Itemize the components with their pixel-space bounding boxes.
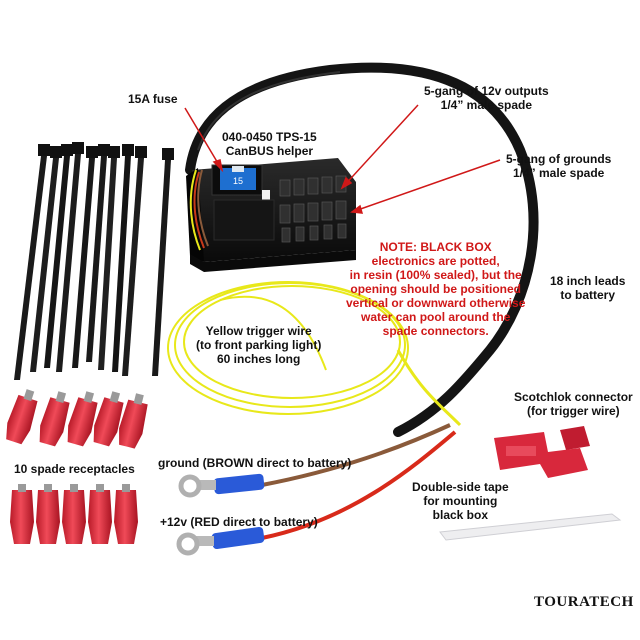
cable-tie xyxy=(122,146,147,376)
spade-receptacle xyxy=(93,391,124,447)
label-12v-outputs: 5-gang of 12v outputs 1/4” male spade xyxy=(424,84,549,112)
ring-terminal-positive xyxy=(176,526,265,556)
spade-receptacle xyxy=(6,389,38,445)
spade-receptacle xyxy=(36,484,60,544)
black-lead-loop xyxy=(185,62,539,437)
double-side-tape xyxy=(439,513,622,541)
spade-receptacles-bottom-row xyxy=(10,484,138,544)
yellow-trigger-wire xyxy=(167,281,462,427)
ring-terminal-ground xyxy=(178,473,265,498)
cable-tie xyxy=(112,144,134,372)
label-ground-lead: ground (BROWN direct to battery) xyxy=(158,456,352,470)
spade-receptacle xyxy=(119,393,148,449)
spade-receptacle xyxy=(114,484,138,544)
fuse xyxy=(220,168,256,190)
label-18-inch-leads: 18 inch leads to battery xyxy=(550,274,626,302)
spade-receptacle xyxy=(39,391,70,447)
label-scotchlok: Scotchlok connector (for trigger wire) xyxy=(514,390,633,418)
spade-receptacle xyxy=(62,484,86,544)
cable-tie xyxy=(72,146,98,368)
label-grounds: 5-gang of grounds 1/4” male spade xyxy=(506,152,612,180)
fuse-rating: 15 xyxy=(233,176,243,186)
brand-logo: TOURATECH xyxy=(534,594,634,610)
note-black-box: NOTE: BLACK BOX electronics are potted, … xyxy=(346,240,526,338)
scotchlok-connector xyxy=(494,426,590,478)
cable-tie xyxy=(98,146,120,370)
spade-terminals xyxy=(279,175,347,243)
cable-ties xyxy=(14,142,174,380)
label-canbus-helper: 040-0450 TPS-15 CanBUS helper xyxy=(222,130,317,158)
spade-receptacle xyxy=(88,484,112,544)
label-positive-lead: +12v (RED direct to battery) xyxy=(160,515,318,529)
label-yellow-trigger-wire: Yellow trigger wire (to front parking li… xyxy=(196,324,322,366)
cable-tie xyxy=(56,142,84,372)
label-double-side-tape: Double-side tape for mounting black box xyxy=(412,480,509,522)
cable-tie xyxy=(44,144,73,368)
spade-receptacles-top-row xyxy=(6,389,148,449)
black-box: 15 xyxy=(186,158,356,272)
cable-tie xyxy=(30,146,62,372)
brown-wire xyxy=(261,423,451,487)
label-fuse: 15A fuse xyxy=(128,92,178,106)
callout-arrows xyxy=(184,104,501,214)
red-wire xyxy=(261,430,457,540)
spade-receptacle xyxy=(67,391,98,447)
cable-tie xyxy=(86,144,110,362)
label-spade-receptacles: 10 spade receptacles xyxy=(14,462,135,476)
cable-tie xyxy=(152,148,174,376)
spade-receptacle xyxy=(10,484,34,544)
cable-tie xyxy=(14,144,50,380)
